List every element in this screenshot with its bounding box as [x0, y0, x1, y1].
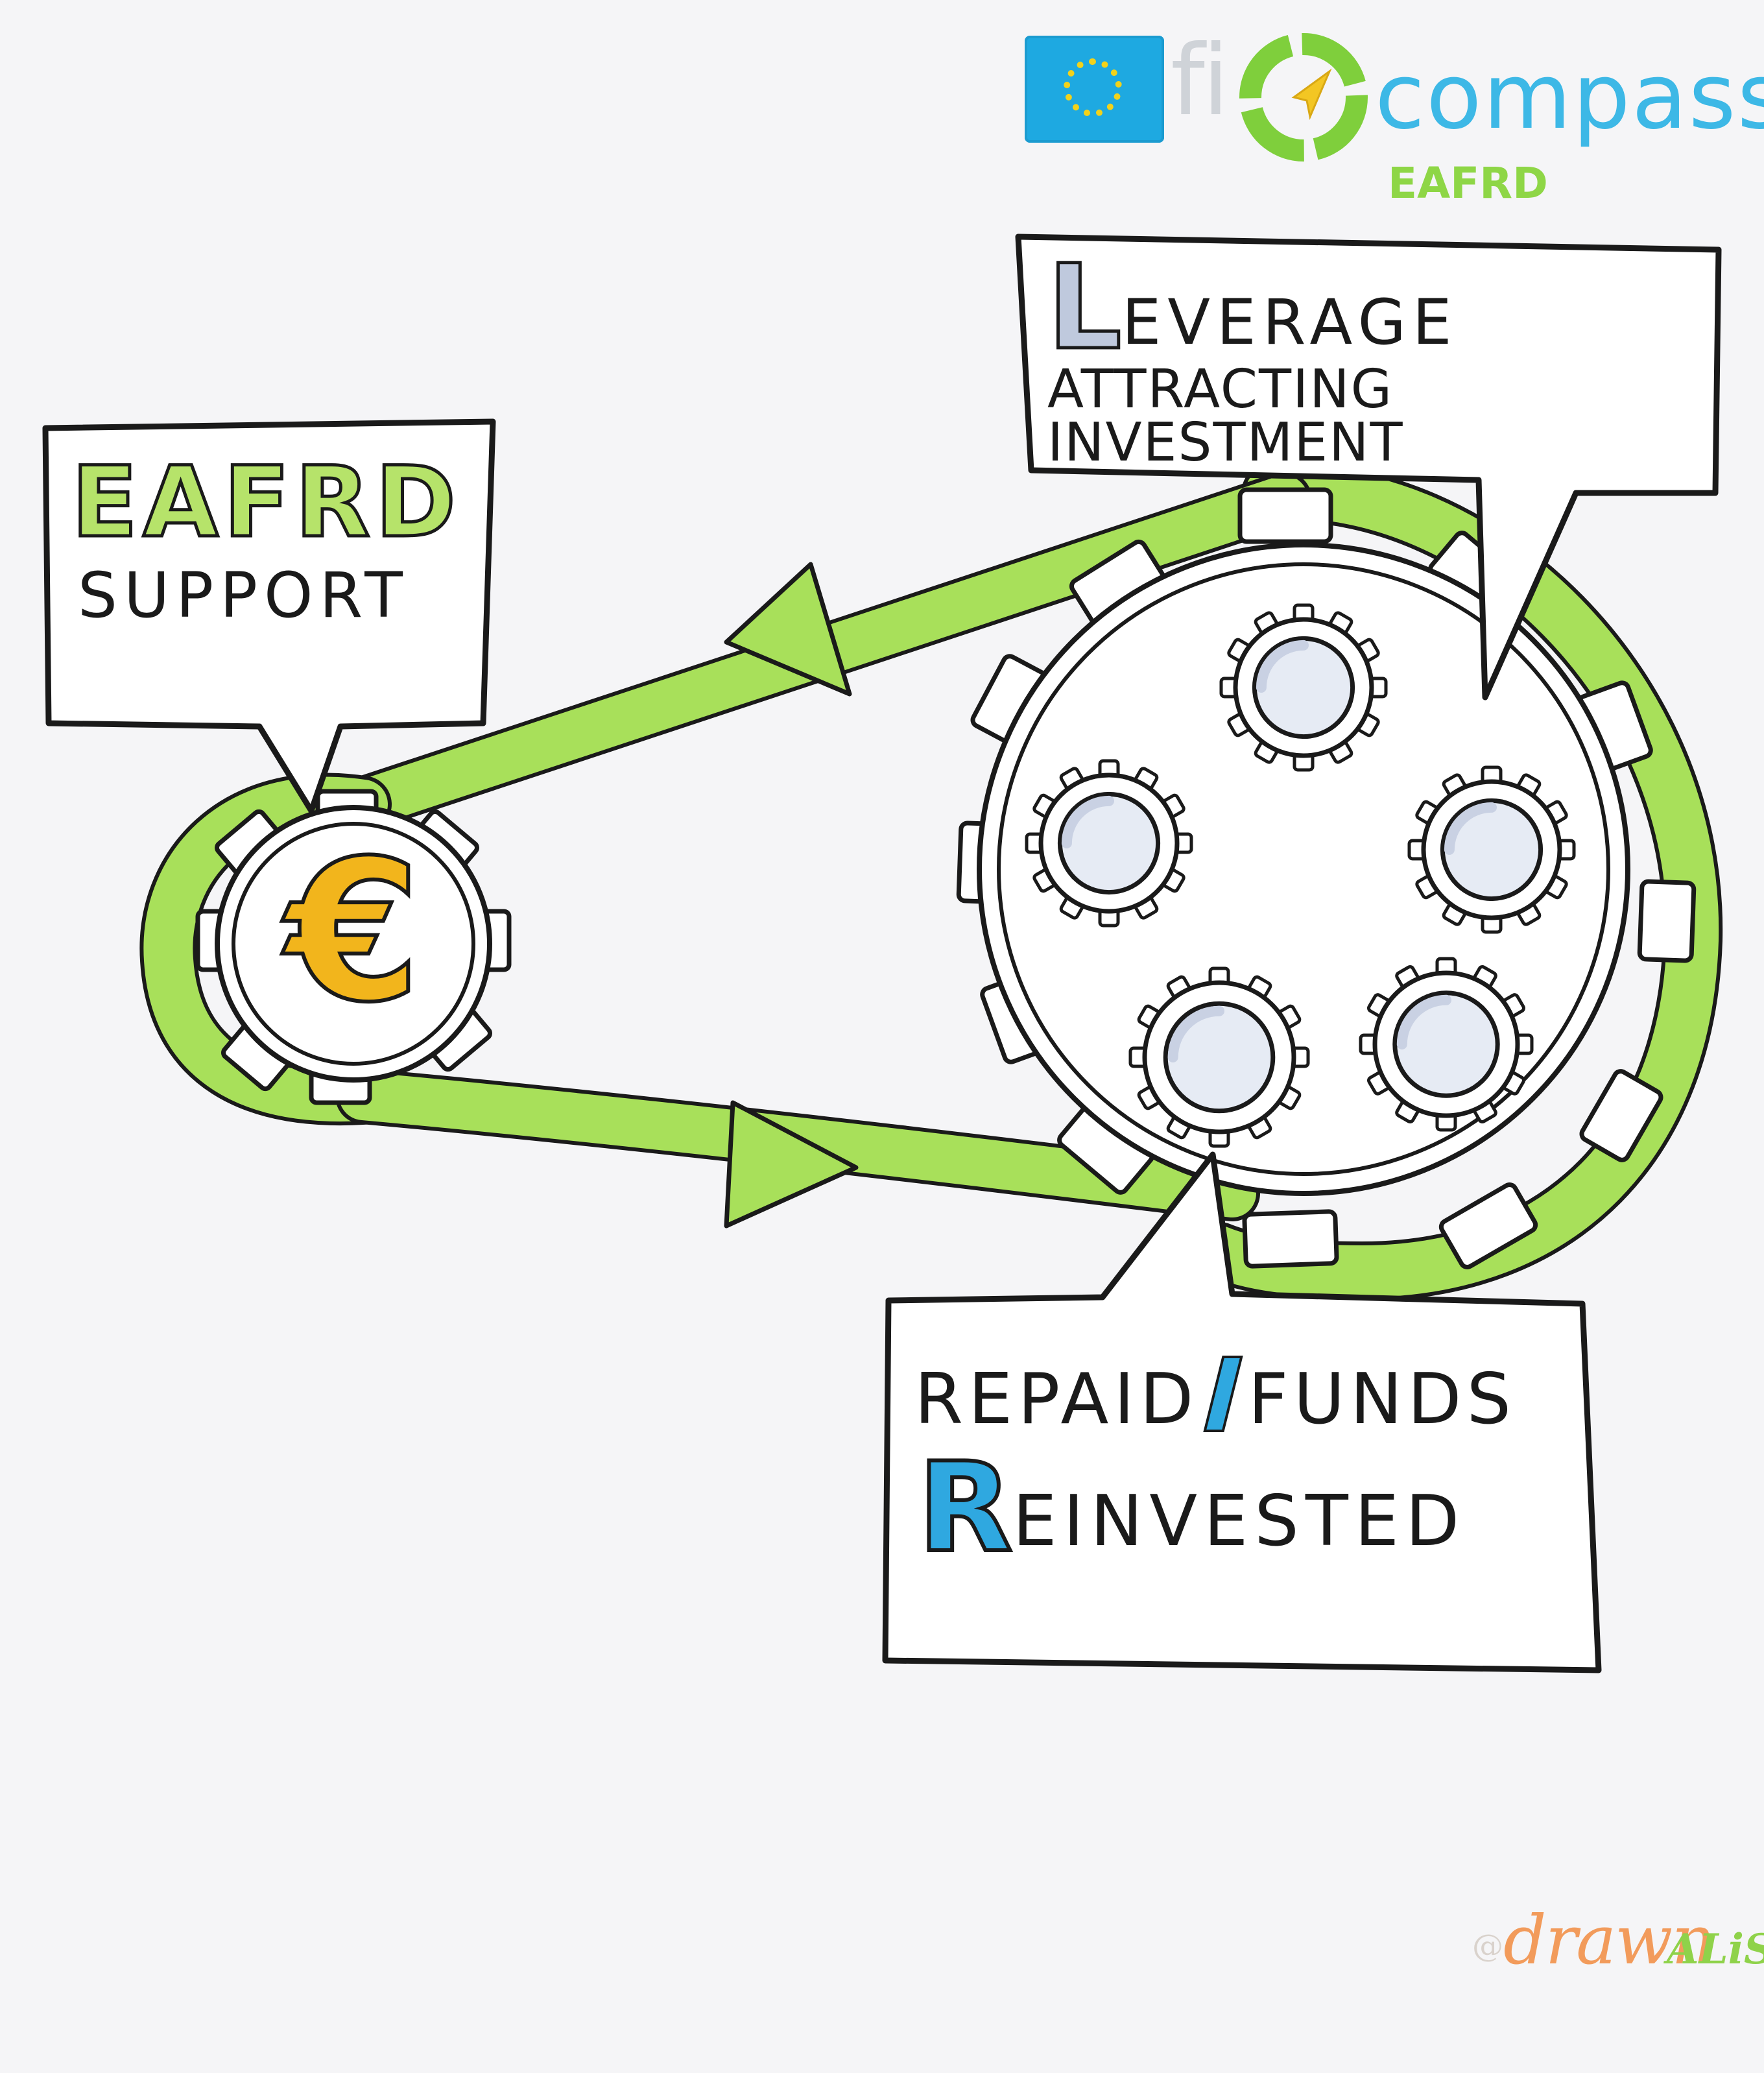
repaid-box: [882, 1151, 1602, 1673]
leverage-box: [1015, 234, 1722, 701]
small-gear: [1219, 603, 1388, 772]
logo-eafrd-text: EAFRD: [1388, 158, 1548, 208]
logo-fi-text: fi: [1171, 25, 1230, 138]
arrow-to-investment: [724, 1100, 859, 1228]
arrow-to-support: [724, 562, 852, 697]
logo-compass-text: compass: [1375, 44, 1764, 150]
euro-symbol: €: [280, 819, 421, 1045]
small-gear: [1128, 966, 1310, 1148]
drawnalism-watermark: @ drawn ALiSM: [1472, 1900, 1764, 1985]
watermark-alism: ALiSM: [1667, 1925, 1764, 1974]
repaid-text: REPAID: [914, 1359, 1199, 1440]
support-box: [42, 418, 496, 814]
small-gear: [1025, 759, 1193, 928]
compass-icon: [1239, 33, 1368, 162]
leverage-heading: LEVERAGE: [1046, 248, 1459, 368]
reinvested-rest: EINVESTED: [1012, 1481, 1466, 1562]
eu-flag-icon: [1025, 36, 1164, 143]
watermark-drawn: drawn: [1503, 1900, 1715, 1980]
leverage-subtitle: ATTRACTING INVESTMENT: [1047, 359, 1404, 473]
euro-gear: €: [195, 789, 512, 1105]
small-gears-group: [1025, 603, 1576, 1148]
watermark-at: @: [1472, 1928, 1503, 1964]
small-gear: [1359, 957, 1534, 1132]
support-title: EAFRD: [69, 446, 462, 559]
reinvested-initial: R: [916, 1436, 1014, 1579]
eu-stars-icon: [1064, 58, 1122, 117]
small-gear: [1407, 765, 1576, 934]
slash-divider: [1203, 1356, 1244, 1432]
funds-text: FUNDS: [1248, 1359, 1517, 1440]
reinvested-heading: REINVESTED: [916, 1444, 1466, 1572]
leverage-rest: EVERAGE: [1121, 286, 1459, 359]
support-subtitle: SUPPORT: [78, 559, 409, 632]
fi-compass-logo: fi compass EAFRD: [1025, 25, 1764, 221]
leverage-initial: L: [1046, 240, 1124, 376]
